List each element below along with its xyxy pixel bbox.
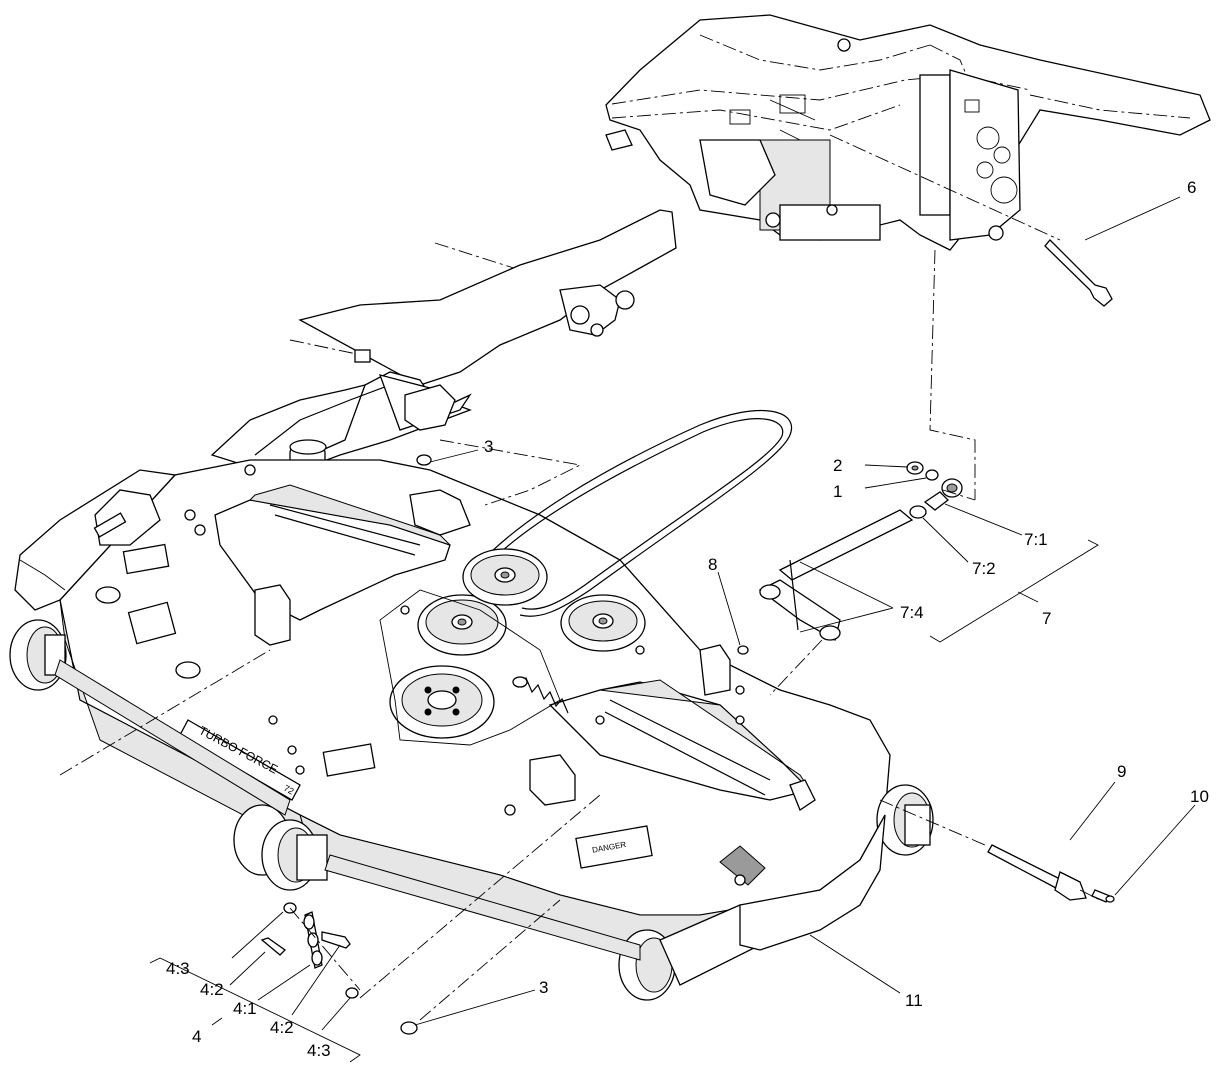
callout-7: 7 bbox=[1042, 609, 1051, 628]
nut-8 bbox=[737, 645, 749, 655]
caster-wheel-right-rear bbox=[876, 784, 934, 856]
callout-8: 8 bbox=[708, 555, 717, 574]
deck-hanger-bracket-left bbox=[254, 584, 291, 646]
chain-assembly-4 bbox=[260, 902, 359, 999]
height-adjust-knob-2 bbox=[175, 661, 201, 679]
nut-3-lower bbox=[400, 1021, 418, 1035]
pivot-rod-7 bbox=[758, 505, 927, 641]
deck-bumper bbox=[739, 814, 886, 951]
height-adjust-knob bbox=[95, 586, 121, 604]
callout-4: 4 bbox=[192, 1027, 201, 1046]
idler-pulley-right bbox=[560, 594, 646, 652]
info-decal bbox=[127, 601, 177, 645]
caster-wheel-left-rear bbox=[9, 619, 67, 691]
callout-3-upper: 3 bbox=[484, 437, 493, 456]
deck-clip bbox=[789, 779, 816, 811]
callout-11: 11 bbox=[905, 991, 923, 1010]
washer-1 bbox=[925, 469, 939, 481]
mower-deck: TURBO FORCE 72 DANGER bbox=[9, 409, 934, 1001]
nut-3-upper bbox=[416, 454, 432, 466]
lift-arm-assembly bbox=[210, 209, 677, 496]
tractor-frame bbox=[605, 14, 1211, 251]
callout-labels: 6 2 1 3 7:1 7:2 7:4 7 8 9 10 11 3 4:3 4:… bbox=[166, 178, 1209, 1060]
bolt-10 bbox=[1091, 889, 1115, 903]
deck-bolts bbox=[184, 464, 746, 886]
deck-hanger-bracket-front bbox=[529, 754, 576, 806]
callout-4-1: 4:1 bbox=[233, 999, 257, 1018]
bolt-6 bbox=[1044, 239, 1113, 307]
assembly-centerlines bbox=[59, 134, 1101, 1021]
callout-7-1: 7:1 bbox=[1024, 530, 1048, 549]
pin-9 bbox=[987, 844, 1087, 901]
height-adjust-bracket bbox=[94, 489, 161, 546]
spindle-pulley-left bbox=[389, 665, 495, 739]
deck-hanger-bracket-right bbox=[699, 644, 731, 696]
side-roller-bar bbox=[54, 659, 291, 816]
idler-pulley-center bbox=[417, 594, 507, 656]
idler-pulley-top bbox=[462, 548, 548, 606]
nut-2 bbox=[906, 461, 924, 475]
callout-2: 2 bbox=[833, 456, 842, 475]
callout-10: 10 bbox=[1190, 787, 1209, 806]
leader-lines bbox=[149, 196, 1196, 1063]
danger-decal: DANGER bbox=[575, 825, 653, 869]
callout-4-2-a: 4:2 bbox=[200, 980, 224, 999]
callout-4-3-b: 4:3 bbox=[307, 1041, 331, 1060]
caster-wheel-left-front bbox=[233, 804, 328, 891]
callout-6: 6 bbox=[1187, 178, 1196, 197]
callout-9: 9 bbox=[1117, 762, 1126, 781]
caster-wheel-right-front bbox=[618, 904, 761, 1001]
tension-spring bbox=[512, 676, 569, 714]
callout-1: 1 bbox=[833, 482, 842, 501]
callout-3-lower: 3 bbox=[539, 978, 548, 997]
deck-size-text: 72 bbox=[282, 783, 296, 797]
callout-4-3-a: 4:3 bbox=[166, 959, 190, 978]
callout-4-2-b: 4:2 bbox=[270, 1018, 294, 1037]
warning-decal-small bbox=[122, 543, 170, 575]
callout-7-2: 7:2 bbox=[972, 559, 996, 578]
front-roller-bar bbox=[324, 854, 641, 961]
deck-hanger-bracket-rear bbox=[409, 489, 471, 536]
warning-decal-left bbox=[322, 743, 376, 777]
callout-7-4: 7:4 bbox=[900, 603, 924, 622]
pivot-bushing bbox=[923, 478, 963, 511]
